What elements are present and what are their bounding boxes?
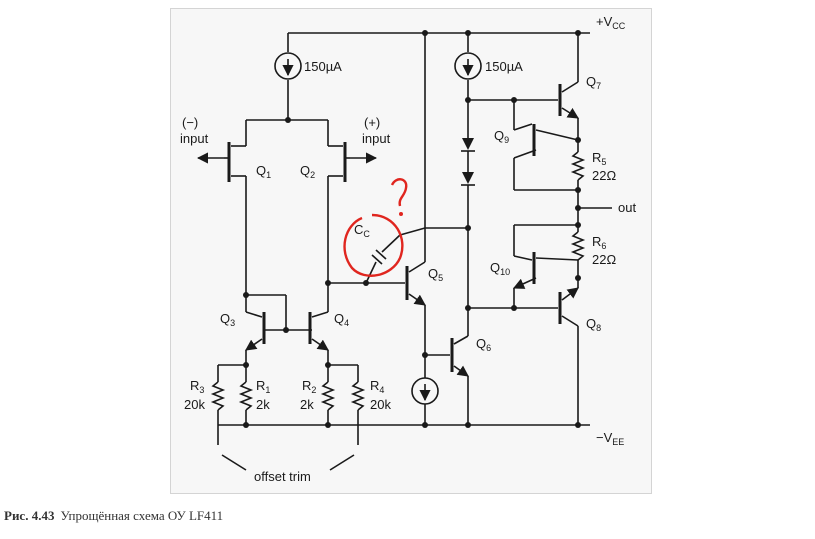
jfet-q2 [327, 120, 378, 283]
red-annotation [343, 178, 408, 277]
current-source-3 [411, 355, 439, 425]
mirror-q3-q4 [218, 280, 358, 368]
inverting-sign: (−) [182, 115, 198, 130]
resistor-r2 [320, 365, 336, 425]
r3-value: 20k [184, 397, 205, 412]
r1-label: R1 [256, 378, 270, 395]
r6-value: 22Ω [592, 252, 616, 267]
output-q10 [511, 224, 579, 311]
q5-stage [328, 33, 471, 358]
figure-frame [170, 8, 652, 494]
offset-trim-label: offset trim [254, 469, 311, 484]
q10-label: Q10 [490, 260, 510, 277]
r1-value: 2k [256, 397, 270, 412]
r2-value: 2k [300, 397, 314, 412]
q1-label: Q1 [256, 163, 271, 180]
inverting-label: input [180, 131, 209, 146]
output-q8 [468, 278, 579, 425]
r4-label: R4 [370, 378, 384, 395]
q2-label: Q2 [300, 163, 315, 180]
q9-label: Q9 [494, 128, 509, 145]
q4-label: Q4 [334, 311, 349, 328]
noninverting-label: input [362, 131, 391, 146]
cs1-label: 150µA [304, 59, 342, 74]
cs2-label: 150µA [485, 59, 523, 74]
cc-label: CC [354, 222, 370, 239]
output-q9 [513, 100, 579, 191]
vee-label: −VEE [596, 430, 624, 447]
jfet-q1 [196, 119, 328, 295]
q6-transistor [425, 308, 469, 425]
r5-label: R5 [592, 150, 606, 167]
current-source-1 [274, 33, 302, 123]
vee-rail [218, 422, 590, 428]
q3-label: Q3 [220, 311, 235, 328]
current-source-2 [454, 33, 482, 103]
figure-caption-text: Упрощённая схема ОУ LF411 [60, 508, 224, 523]
resistor-r3 [210, 365, 226, 445]
resistor-r6 [570, 208, 586, 281]
figure-number: Рис. 4.43 [4, 508, 55, 523]
out-label: out [618, 200, 636, 215]
q6-label: Q6 [476, 336, 491, 353]
bias-diodes [461, 100, 475, 311]
r4-value: 20k [370, 397, 391, 412]
figure-caption: Рис. 4.43 Упрощённая схема ОУ LF411 [4, 508, 223, 524]
resistor-r4 [350, 365, 366, 445]
vcc-label: +VCC [596, 14, 626, 31]
r5-value: 22Ω [592, 168, 616, 183]
schematic-diagram: +VCC −VEE 150µA 150µA (−) input (+) inpu… [180, 14, 636, 484]
noninverting-sign: (+) [364, 115, 380, 130]
r3-label: R3 [190, 378, 204, 395]
resistor-r1 [238, 365, 254, 425]
r6-label: R6 [592, 234, 606, 251]
q5-label: Q5 [428, 266, 443, 283]
vcc-rail [288, 30, 590, 36]
r2-label: R2 [302, 378, 316, 395]
q7-label: Q7 [586, 74, 601, 91]
q8-label: Q8 [586, 316, 601, 333]
offset-trim-brackets [221, 454, 355, 471]
